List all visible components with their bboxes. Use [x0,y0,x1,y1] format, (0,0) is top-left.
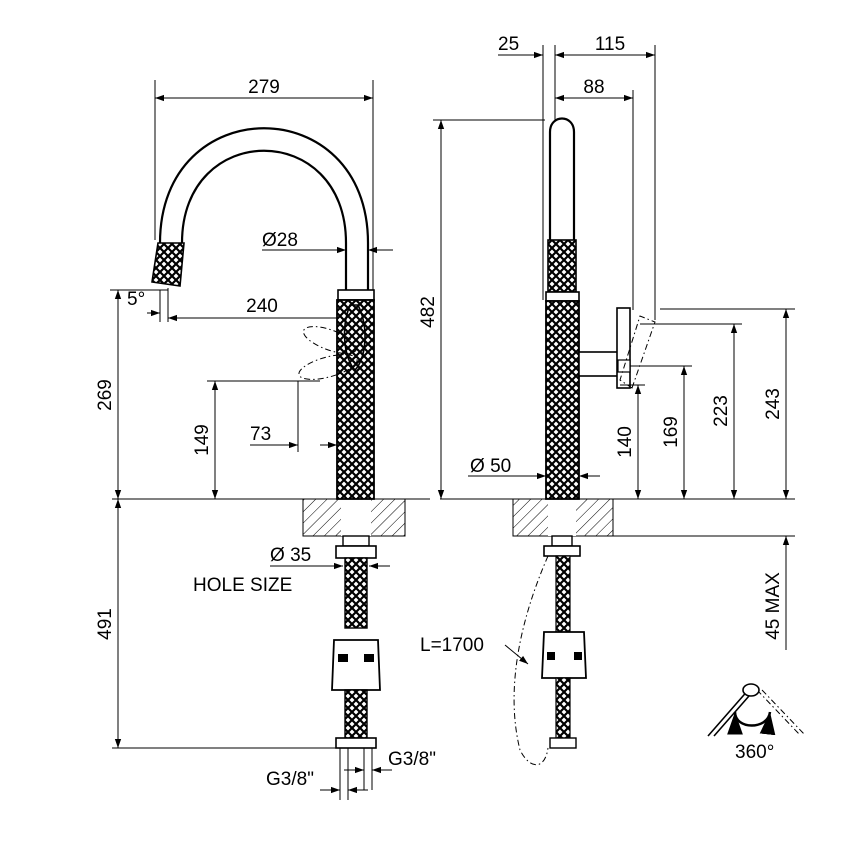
lever-offset-label: 73 [250,424,271,445]
supply-hoses [344,557,368,629]
outlet-height-label: 269 [95,379,116,411]
handle-depth-label: 88 [583,77,604,98]
spout-collar [337,289,375,301]
hose-length-label: L=1700 [420,635,484,656]
spout-inner [180,149,348,290]
side-hose-weight [541,631,587,679]
spout-reach-label: 279 [248,77,280,98]
side-body [545,300,580,500]
rotation-angle-label: 360° [735,742,774,763]
spout-angle-label: 5° [127,289,145,310]
handle-max-label: 243 [763,388,784,420]
outlet-reach-label: 240 [246,296,278,317]
faucet-body [336,299,375,500]
spout-outer [158,127,370,290]
hose-weight [331,639,381,691]
under-length-label: 491 [95,608,116,640]
handle-low-label: 140 [615,426,636,458]
side-handle [578,351,620,377]
side-spout [548,117,576,240]
total-height-label: 482 [418,296,439,328]
offset-top-label: 25 [498,34,519,55]
hole-size-label: HOLE SIZE [193,575,292,596]
hole-diameter-label: Ø 35 [270,545,311,566]
deck-max-label: 45 MAX [763,572,784,640]
connection-left-label: G3/8" [266,769,314,790]
total-depth-label: 115 [595,34,625,55]
handle-top-label: 223 [711,395,732,427]
body-diameter-label: Ø 50 [470,456,511,477]
rotation-icon: 360° [707,683,806,763]
handle-mid-label: 169 [661,416,682,448]
front-view: 279 Ø28 5° 240 269 149 73 Ø 35 HOLE SIZE [95,77,436,800]
spout-diameter-label: Ø28 [262,230,298,251]
side-view: 25 115 88 482 Ø 50 140 169 223 243 45 MA… [418,34,795,766]
side-spray-head [547,239,577,293]
connection-right-label: G3/8" [388,749,436,770]
lever-height-label: 149 [192,424,213,456]
spray-head [151,242,185,287]
lever-handle [343,304,366,372]
